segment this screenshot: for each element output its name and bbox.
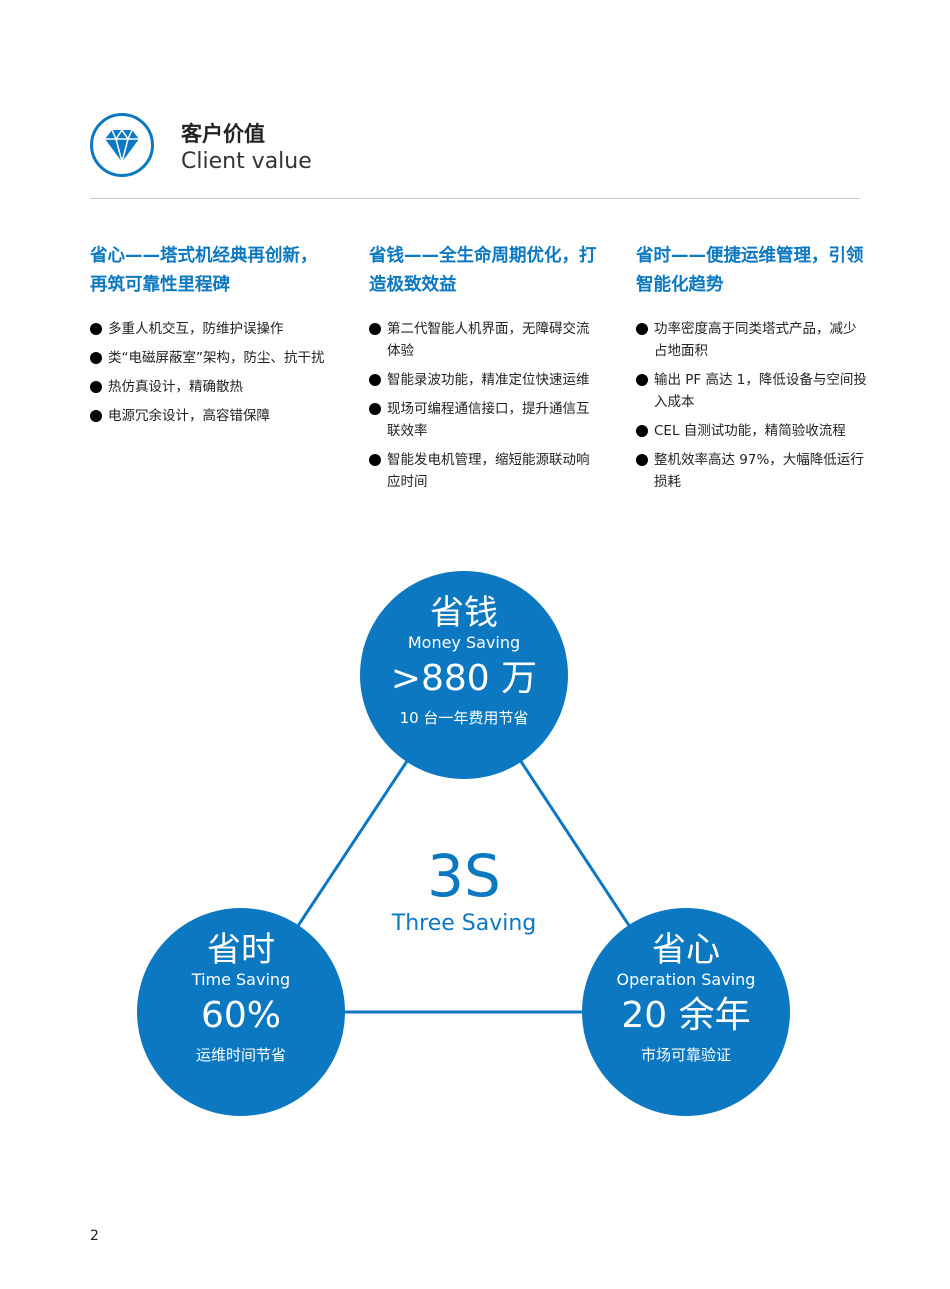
- operation-saving-circle: 省心 Operation Saving 20 余年 市场可靠验证: [582, 908, 790, 1116]
- circle-caption: 10 台一年费用节省: [399, 709, 529, 727]
- section-title: 客户价值: [181, 122, 265, 146]
- center-big: 3S: [427, 842, 501, 910]
- page-number: 2: [90, 1228, 99, 1244]
- list-item: 第二代智能人机界面，无障碍交流体验: [369, 318, 599, 362]
- list-item: 多重人机交互，防维护误操作: [90, 318, 330, 340]
- diamond-icon: [90, 113, 154, 177]
- column-heading: 省时——便捷运维管理，引领智能化趋势: [636, 246, 864, 295]
- column-heading: 省钱——全生命周期优化，打造极致效益: [369, 246, 597, 295]
- list-item: CEL 自测试功能，精简验收流程: [636, 420, 868, 442]
- circle-caption: 运维时间节省: [195, 1046, 286, 1064]
- section-subtitle: Client value: [181, 149, 312, 174]
- list-item: 智能发电机管理，缩短能源联动响应时间: [369, 449, 599, 493]
- circle-caption: 市场可靠验证: [640, 1046, 731, 1064]
- column-heading: 省心——塔式机经典再创新，再筑可靠性里程碑: [90, 246, 318, 295]
- list-item: 类“电磁屏蔽室”架构，防尘、抗干扰: [90, 347, 330, 369]
- list-item: 输出 PF 高达 1，降低设备与空间投入成本: [636, 369, 868, 413]
- time-saving-circle: 省时 Time Saving 60% 运维时间节省: [137, 908, 345, 1116]
- center-small: Three Saving: [391, 911, 537, 936]
- column-money: 省钱——全生命周期优化，打造极致效益 第二代智能人机界面，无障碍交流体验 智能录…: [369, 242, 599, 500]
- list-item: 现场可编程通信接口，提升通信互联效率: [369, 398, 599, 442]
- divider: [90, 198, 860, 199]
- circle-title: 省时: [207, 930, 275, 970]
- circle-title: 省心: [652, 930, 720, 970]
- column-worry-free: 省心——塔式机经典再创新，再筑可靠性里程碑 多重人机交互，防维护误操作 类“电磁…: [90, 242, 330, 434]
- list-item: 热仿真设计，精确散热: [90, 376, 330, 398]
- circle-subtitle: Money Saving: [407, 633, 521, 652]
- list-item: 电源冗余设计，高容错保障: [90, 405, 330, 427]
- circle-value: >880 万: [390, 658, 538, 699]
- circle-subtitle: Operation Saving: [616, 970, 756, 989]
- circle-subtitle: Time Saving: [191, 970, 291, 989]
- list-item: 功率密度高于同类塔式产品，减少占地面积: [636, 318, 868, 362]
- column-time: 省时——便捷运维管理，引领智能化趋势 功率密度高于同类塔式产品，减少占地面积 输…: [636, 242, 868, 500]
- circle-value: 20 余年: [621, 995, 751, 1036]
- list-item: 智能录波功能，精准定位快速运维: [369, 369, 599, 391]
- three-saving-label: 3S Three Saving: [364, 842, 564, 938]
- circle-title: 省钱: [430, 593, 498, 633]
- circle-value: 60%: [200, 995, 281, 1036]
- money-saving-circle: 省钱 Money Saving >880 万 10 台一年费用节省: [360, 571, 568, 779]
- list-item: 整机效率高达 97%，大幅降低运行损耗: [636, 449, 868, 493]
